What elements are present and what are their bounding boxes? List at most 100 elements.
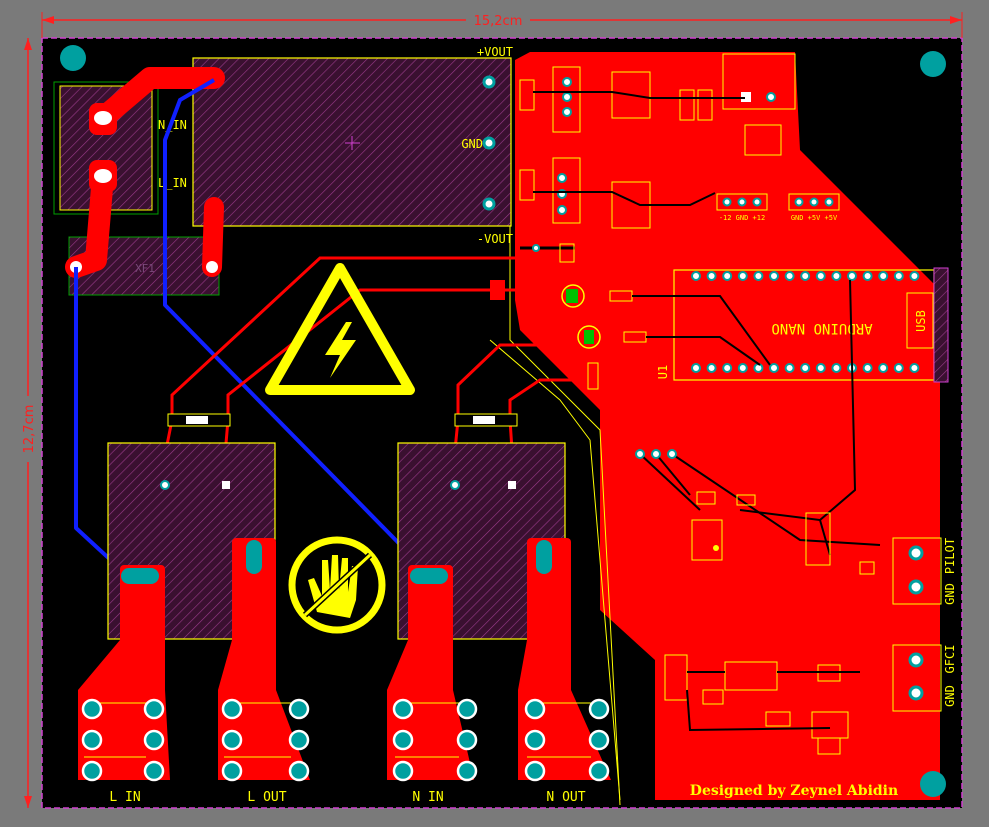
nano-pin bbox=[831, 271, 842, 281]
terminal-block-4 bbox=[524, 698, 610, 782]
terminal-pin bbox=[588, 698, 610, 720]
terminal-pin bbox=[392, 698, 414, 720]
vout-plus-label: +VOUT bbox=[477, 45, 513, 59]
pilot-connector: PILOT GND bbox=[892, 537, 957, 605]
nano-pin bbox=[831, 363, 842, 373]
vout-minus-label: -VOUT bbox=[477, 232, 513, 246]
nano-pin bbox=[862, 363, 873, 373]
nano-pin bbox=[722, 271, 733, 281]
terminal-pin bbox=[81, 760, 103, 782]
designer-credit: Designed by Zeynel Abidin bbox=[690, 783, 898, 799]
nano-pin bbox=[784, 363, 795, 373]
nano-pin bbox=[706, 271, 717, 281]
terminal-pin bbox=[456, 729, 478, 751]
nano-pin bbox=[909, 363, 920, 373]
terminal-pin bbox=[221, 698, 243, 720]
fuse-label: XF1 bbox=[135, 262, 155, 275]
nano-pin bbox=[800, 271, 811, 281]
top-traces-left bbox=[65, 67, 225, 278]
terminal-pin bbox=[392, 729, 414, 751]
nano-pin bbox=[753, 271, 764, 281]
terminal-pin bbox=[392, 760, 414, 782]
dimension-width: 15,2cm bbox=[41, 12, 963, 38]
terminal-pin bbox=[143, 698, 165, 720]
nano-pin bbox=[769, 271, 779, 281]
arduino-label: ARDUINO NANO bbox=[771, 320, 872, 336]
terminal-pin bbox=[524, 698, 546, 720]
nano-pin bbox=[893, 271, 904, 281]
nano-pin bbox=[878, 363, 889, 373]
terminal-blocks bbox=[81, 698, 610, 782]
terminal-label-n-out: N OUT bbox=[546, 790, 585, 805]
power-module: +VOUT GND -VOUT N_IN L_IN bbox=[158, 45, 513, 246]
nano-pin bbox=[722, 363, 733, 373]
dimension-height: 12,7cm bbox=[20, 38, 37, 808]
supply-header-label: -12 GND +12 bbox=[719, 214, 765, 222]
terminal-block-1 bbox=[81, 698, 165, 782]
nano-signal-traces bbox=[632, 279, 881, 556]
nano-pin bbox=[893, 363, 904, 373]
logic-header-label: GND +5V +5V bbox=[791, 214, 838, 222]
height-label: 12,7cm bbox=[22, 405, 37, 454]
gfci-gnd-label: GND bbox=[943, 685, 957, 707]
nano-pin bbox=[815, 271, 826, 281]
terminal-pin bbox=[288, 729, 310, 751]
mounting-hole-tr bbox=[920, 51, 946, 77]
terminal-pin bbox=[81, 729, 103, 751]
nano-pin bbox=[691, 271, 701, 281]
terminal-label-l-in: L IN bbox=[109, 790, 140, 805]
terminal-pin bbox=[81, 698, 103, 720]
terminal-pin bbox=[143, 760, 165, 782]
terminal-pin bbox=[288, 760, 310, 782]
nano-pin bbox=[737, 363, 748, 373]
mounting-hole-tl bbox=[60, 45, 86, 71]
pilot-gnd-label: GND bbox=[943, 583, 957, 605]
do-not-touch-icon bbox=[288, 536, 386, 634]
mounting-hole-br bbox=[920, 771, 946, 797]
terminal-pin bbox=[524, 729, 546, 751]
nano-pin bbox=[769, 363, 779, 373]
arduino-ref-label: U1 bbox=[656, 365, 670, 379]
usb-label: USB bbox=[914, 310, 928, 332]
terminal-pin bbox=[288, 698, 310, 720]
nano-pin bbox=[691, 363, 701, 373]
terminal-block-2 bbox=[221, 698, 310, 782]
gfci-connector: GFCI GND bbox=[892, 644, 957, 712]
terminal-pin bbox=[221, 729, 243, 751]
nano-pin bbox=[815, 363, 826, 373]
nano-pin bbox=[847, 271, 857, 281]
pilot-label: PILOT bbox=[943, 538, 957, 574]
nano-pin bbox=[737, 271, 748, 281]
terminal-block-3 bbox=[392, 698, 478, 782]
terminal-pin bbox=[456, 760, 478, 782]
terminal-pin bbox=[143, 729, 165, 751]
terminal-pin bbox=[456, 698, 478, 720]
arduino-nano: ARDUINO NANO USB U1 bbox=[656, 267, 949, 383]
nano-pin bbox=[862, 271, 873, 281]
nano-pin bbox=[753, 363, 764, 373]
nano-pin bbox=[784, 271, 795, 281]
l-in-label: L_IN bbox=[158, 176, 187, 190]
copper-pour-right bbox=[515, 52, 940, 800]
terminal-label-n-in: N IN bbox=[412, 790, 443, 805]
supply-header: -12 GND +12 bbox=[716, 193, 768, 222]
terminal-pin bbox=[524, 760, 546, 782]
nano-pin bbox=[909, 271, 920, 281]
regulator-section bbox=[519, 53, 796, 229]
led-indicators bbox=[532, 243, 647, 390]
board-outline bbox=[41, 37, 963, 809]
nano-pin bbox=[706, 363, 717, 373]
nano-pin bbox=[800, 363, 811, 373]
nano-pin bbox=[878, 271, 889, 281]
terminal-pin bbox=[221, 760, 243, 782]
gfci-label: GFCI bbox=[943, 645, 957, 674]
terminal-pin bbox=[588, 760, 610, 782]
terminal-label-l-out: L OUT bbox=[247, 790, 286, 805]
width-label: 15,2cm bbox=[474, 14, 523, 29]
logic-header: GND +5V +5V bbox=[788, 193, 840, 222]
gnd-label: GND bbox=[461, 137, 483, 151]
ic-cluster bbox=[664, 491, 875, 755]
high-voltage-warning-icon bbox=[265, 263, 415, 395]
terminal-pin bbox=[588, 729, 610, 751]
